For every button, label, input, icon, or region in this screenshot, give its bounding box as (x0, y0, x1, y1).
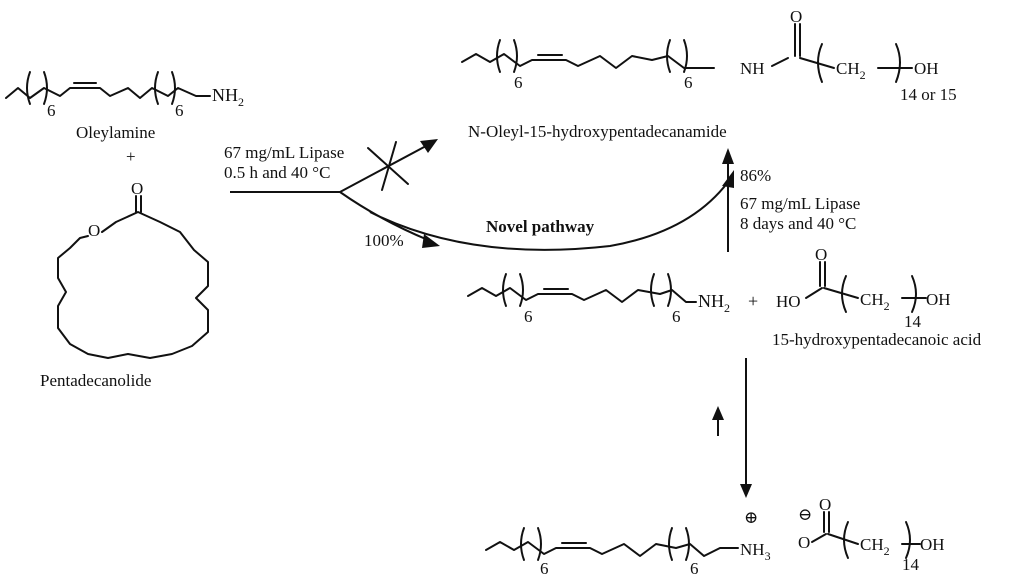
novel-pathway-arrow (369, 181, 729, 251)
intermediate-bracket-left (502, 273, 507, 307)
product-bracket-right-close (683, 39, 688, 73)
blocked-arrow (339, 145, 427, 193)
acid-ch2: CH2 (860, 290, 890, 313)
carboxylate-c-ch2-bond (827, 533, 859, 545)
novel-pathway-label: Novel pathway (486, 217, 595, 236)
carboxylate-bracket-left (843, 521, 849, 559)
product-bracket-right (666, 39, 671, 73)
carboxylate-oxygen: O (798, 533, 810, 552)
oleylamine-repeat-right: 6 (175, 101, 184, 120)
oleylamine-repeat-left: 6 (47, 101, 56, 120)
oleylamine-repeat-bracket-right (154, 71, 159, 105)
carboxylate-anion: ⊖ O O CH2 OH 14 (798, 495, 945, 574)
intermediate-repeat-left: 6 (524, 307, 533, 326)
salt-bracket-left-close (537, 527, 542, 561)
lactone-carbonyl-oxygen: O (131, 179, 143, 198)
salt-repeat-right: 6 (690, 559, 699, 578)
acid-carbonyl-oxygen: O (815, 245, 827, 264)
acid-oh: OH (926, 290, 951, 309)
amidation-yield: 86% (740, 166, 771, 185)
oleylamine-label: Oleylamine (76, 123, 155, 142)
intermediate-hydroxy-acid: HO O CH2 OH 14 (776, 245, 951, 331)
product-nh: NH (740, 59, 765, 78)
intermediate-repeat-right: 6 (672, 307, 681, 326)
ammonium-salt: 6 6 ⊕ NH3 (485, 508, 771, 578)
oleylamine-repeat-bracket-left (26, 71, 31, 105)
pentadecanolide-structure: O O (57, 179, 209, 359)
hydrolysis-arrow-head (422, 234, 440, 248)
blocked-cross-2 (381, 141, 397, 191)
intermediate-bracket-right (650, 273, 655, 307)
conditions-blocked-line2: 0.5 h and 40 °C (224, 163, 330, 182)
product-repeat-right: 6 (684, 73, 693, 92)
intermediate-amine: NH2 (698, 291, 730, 315)
salt-formation-arrow-head (740, 484, 752, 498)
carboxylate-o-c-bond (811, 533, 827, 543)
hydroxy-acid-label: 15-hydroxypentadecanoic acid (772, 330, 982, 349)
product-ch2-bracket-right (895, 43, 901, 83)
product-chain (461, 53, 715, 69)
intermediate-bracket-left-close (519, 273, 524, 307)
product-structure: 6 6 NH O CH2 OH 14 or 15 (461, 7, 957, 104)
amidation-arrow-head (722, 148, 734, 164)
amidation-conditions-line2: 8 days and 40 °C (740, 214, 856, 233)
salt-repeat-left: 6 (540, 559, 549, 578)
carboxylate-charge: ⊖ (798, 505, 812, 524)
product-bracket-left (496, 39, 501, 73)
product-oh: OH (914, 59, 939, 78)
acid-repeat: 14 (904, 312, 922, 331)
pentadecanolide-label: Pentadecanolide (40, 371, 151, 390)
hydrolysis-yield: 100% (364, 231, 404, 250)
conditions-blocked-line1: 67 mg/mL Lipase (224, 143, 344, 162)
oleylamine-chain (5, 87, 211, 99)
intermediate-bracket-right-close (667, 273, 672, 307)
oleylamine-repeat-bracket-left-close (43, 71, 48, 105)
acid-c-ch2-bond (823, 287, 859, 299)
product-repeat: 14 or 15 (900, 85, 957, 104)
acid-ho-c-bond (805, 287, 823, 299)
amidation-conditions-line1: 67 mg/mL Lipase (740, 194, 860, 213)
salt-chain (485, 541, 739, 557)
carboxylate-oh: OH (920, 535, 945, 554)
carboxylate-repeat: 14 (902, 555, 920, 574)
acid-bracket-left (841, 275, 847, 313)
oleylamine-amine: NH2 (212, 85, 244, 109)
blocked-arrow-head (420, 139, 438, 153)
carboxylate-bracket-right (905, 521, 911, 559)
acid-ho: HO (776, 292, 801, 311)
lactone-ring-oxygen: O (88, 221, 100, 240)
product-carbonyl-oxygen: O (790, 7, 802, 26)
product-ch2-bracket-left (817, 43, 823, 83)
salt-bracket-left (520, 527, 525, 561)
salt-bracket-right (668, 527, 673, 561)
ammonium-group: NH3 (740, 540, 771, 563)
reactant-plus: + (126, 147, 136, 166)
product-ch2: CH2 (836, 59, 866, 82)
salt-bracket-right-close (685, 527, 690, 561)
intermediate-plus: + (748, 291, 758, 311)
carboxylate-ch2: CH2 (860, 535, 890, 558)
ammonium-charge: ⊕ (744, 508, 758, 527)
product-bracket-left-close (513, 39, 518, 73)
oleylamine-repeat-bracket-right-close (171, 71, 176, 105)
carboxylate-carbonyl-oxygen: O (819, 495, 831, 514)
reverse-arrow-head (712, 406, 724, 420)
product-amide-bond (771, 57, 789, 67)
product-repeat-left: 6 (514, 73, 523, 92)
intermediate-oleylamine: 6 6 NH2 (467, 273, 730, 326)
macrocycle-ring (57, 211, 209, 359)
intermediate-amine-chain (467, 287, 697, 303)
product-name: N-Oleyl-15-hydroxypentadecanamide (468, 122, 727, 141)
oleylamine-structure: 6 6 NH2 (5, 71, 244, 120)
acid-bracket-right (911, 275, 917, 313)
